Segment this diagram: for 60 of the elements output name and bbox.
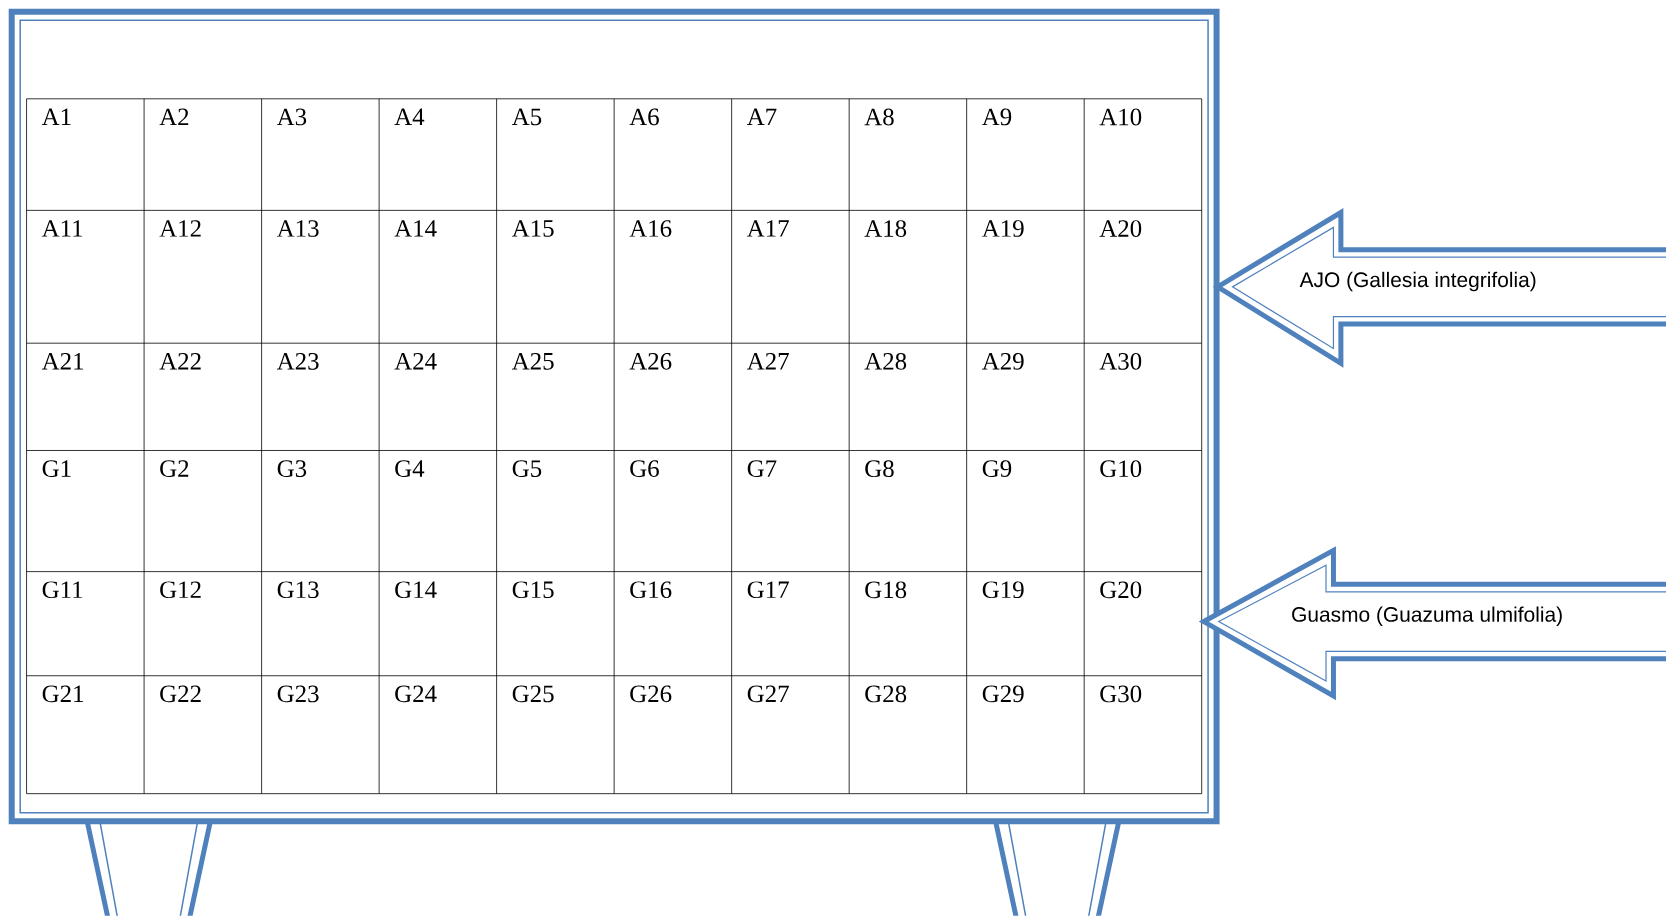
cell-label: A10 <box>1099 108 1142 126</box>
cell-label: G20 <box>1100 581 1142 599</box>
cell-label: A29 <box>982 353 1024 370</box>
cell-label: G8 <box>865 460 894 478</box>
cell-label: G25 <box>512 685 554 703</box>
cell-label: A23 <box>276 353 319 370</box>
cell-label: A3 <box>276 108 307 126</box>
cell-label: G23 <box>277 685 319 703</box>
cell-label: A27 <box>746 353 789 370</box>
cell-label: G18 <box>865 581 907 599</box>
cell-label: G13 <box>277 581 319 599</box>
cell-label: A4 <box>394 108 425 126</box>
cell-label: G9 <box>982 460 1012 478</box>
cell-label: A9 <box>982 108 1012 126</box>
cell-label: G1 <box>42 460 71 478</box>
cell-label: A13 <box>276 220 319 237</box>
cell-label: A30 <box>1099 353 1142 370</box>
cell-label: A1 <box>41 108 71 126</box>
cell-label: A7 <box>746 108 777 126</box>
cell-label: G21 <box>42 685 84 703</box>
cell-label: A28 <box>864 353 907 370</box>
cell-label: A21 <box>41 353 84 370</box>
cell-label: G2 <box>160 460 189 478</box>
cell-label: G27 <box>747 685 789 703</box>
cell-label: G12 <box>160 581 201 599</box>
cell-label: G6 <box>630 460 659 478</box>
cell-label: G10 <box>1100 460 1142 478</box>
cell-label: G3 <box>277 460 307 478</box>
cell-label: A6 <box>629 108 659 126</box>
cell-label: G16 <box>630 581 672 599</box>
cell-label: A26 <box>629 353 672 370</box>
cell-label: A14 <box>394 220 437 237</box>
cell-label: A17 <box>746 220 789 237</box>
cell-label: A15 <box>511 220 554 237</box>
cell-label: A24 <box>394 353 437 370</box>
cell-label: G19 <box>982 581 1024 599</box>
cell-label: G29 <box>982 685 1024 703</box>
cell-label: A12 <box>159 220 201 237</box>
cell-label: G15 <box>512 581 554 599</box>
cell-label: G22 <box>160 685 201 703</box>
cell-label: A22 <box>159 353 201 370</box>
cell-label: G28 <box>865 685 907 703</box>
cell-label: G11 <box>42 581 83 599</box>
cell-label: A18 <box>864 220 907 237</box>
cell-label: G30 <box>1100 685 1142 703</box>
cell-label: G24 <box>395 685 437 703</box>
cell-label: G14 <box>395 581 437 599</box>
cell-label: G7 <box>747 460 777 478</box>
cell-label: G26 <box>630 685 672 703</box>
cell-label: A11 <box>41 220 83 237</box>
cell-label: G17 <box>747 581 789 599</box>
cell-label: A8 <box>864 108 894 126</box>
cell-label: A5 <box>511 108 542 126</box>
cell-label: A25 <box>511 353 554 370</box>
cell-label: A2 <box>159 108 189 126</box>
cell-label: A19 <box>982 220 1024 237</box>
cell-label: G5 <box>512 460 542 478</box>
cell-label: A20 <box>1099 220 1142 237</box>
cell-label: A16 <box>629 220 672 237</box>
cell-label: G4 <box>395 460 425 478</box>
